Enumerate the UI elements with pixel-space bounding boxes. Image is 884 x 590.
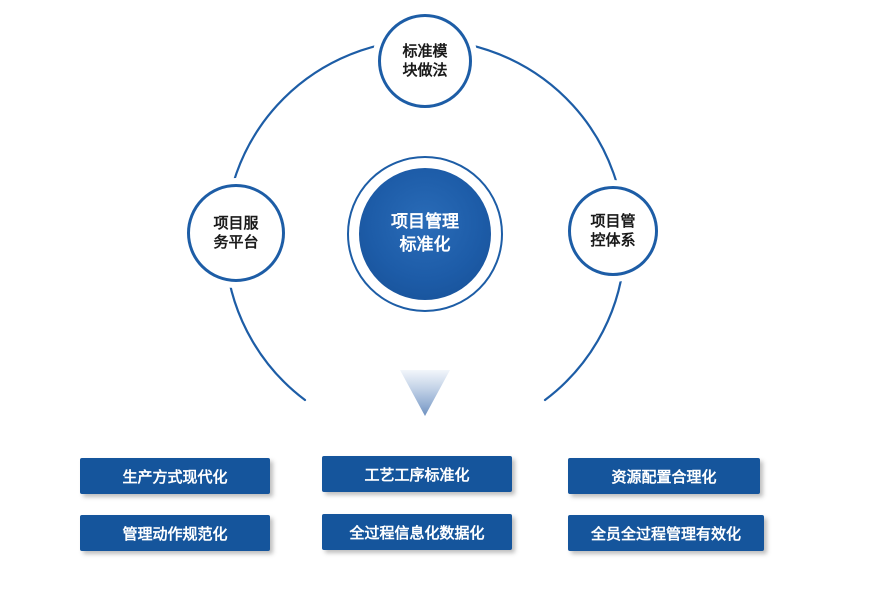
satellite-left-label-line2: 务平台 (213, 234, 259, 251)
satellite-right-label-line2: 控体系 (590, 232, 636, 249)
result-box-resource-allocation: 资源配置合理化 (568, 458, 760, 494)
satellite-circle-right: 项目管 控体系 (568, 186, 658, 276)
satellite-right-label-line1: 项目管 (590, 212, 636, 230)
result-box-full-staff-management: 全员全过程管理有效化 (568, 515, 764, 551)
result-box-management-action: 管理动作规范化 (80, 515, 270, 551)
satellite-top-label-line2: 块做法 (402, 62, 448, 79)
result-box-process-standardization: 工艺工序标准化 (322, 456, 512, 492)
satellite-circle-top: 标准模 块做法 (378, 14, 472, 108)
center-label-line2: 标准化 (399, 235, 451, 254)
center-label-line1: 项目管理 (391, 212, 459, 232)
satellite-circle-left: 项目服 务平台 (187, 184, 285, 282)
result-box-production-modernization: 生产方式现代化 (80, 458, 270, 494)
result-box-informatization: 全过程信息化数据化 (322, 514, 512, 550)
satellite-left-label-line1: 项目服 (213, 214, 259, 232)
center-circle: 项目管理 标准化 (359, 168, 491, 300)
satellite-top-label-line1: 标准模 (402, 42, 448, 60)
